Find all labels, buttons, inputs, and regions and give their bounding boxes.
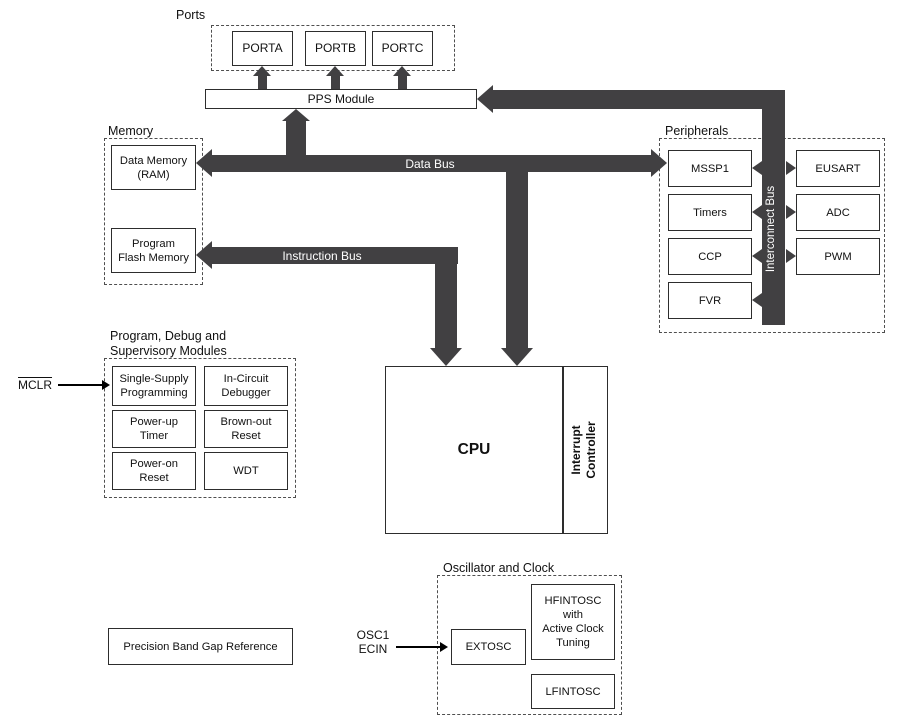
pps-module-box: PPS Module: [205, 89, 477, 109]
peripherals-section-label: Peripherals: [665, 124, 729, 138]
cpu-box: [385, 366, 608, 534]
osc1-ecin-label: OSC1 ECIN: [356, 628, 390, 656]
mclr-arrow-icon: [102, 380, 110, 390]
in-circuit-debugger-box: In-Circuit Debugger: [204, 366, 288, 406]
brown-out-reset-box: Brown-out Reset: [204, 410, 288, 448]
osc1-line: [396, 646, 440, 648]
debug-section-label: Program, Debug and Supervisory Modules: [110, 329, 227, 358]
portc-box: PORTC: [372, 31, 433, 66]
data-bus-label: Data Bus: [405, 157, 455, 171]
timers-box: Timers: [668, 194, 752, 231]
power-up-timer-box: Power-up Timer: [112, 410, 196, 448]
cpu-interrupt-divider: [562, 367, 564, 533]
lfintosc-box: LFINTOSC: [531, 674, 615, 709]
interrupt-controller-label: Interrupt Controller: [569, 421, 598, 479]
memory-group: [104, 138, 203, 285]
fvr-box: FVR: [668, 282, 752, 319]
instruction-bus-cpu-arrow-down-icon: [430, 348, 462, 366]
portb-connector: [331, 75, 340, 89]
pps-riser-arrow-up-icon: [282, 109, 310, 121]
oscillator-section-label: Oscillator and Clock: [443, 561, 555, 575]
memory-section-label: Memory: [108, 124, 154, 138]
instruction-bus: [212, 247, 458, 264]
data-bus-cpu-arrow-down-icon: [501, 348, 533, 366]
mclr-line: [58, 384, 102, 386]
data-bus-arrow-right-icon: [651, 149, 667, 177]
pwm-bus-arrow-icon: [786, 249, 796, 263]
pps-feed-bus: [493, 90, 785, 109]
instruction-bus-arrow-left-icon: [196, 241, 212, 269]
fvr-bus-arrow-icon: [752, 293, 762, 307]
bandgap-box: Precision Band Gap Reference: [108, 628, 293, 665]
mssp1-box: MSSP1: [668, 150, 752, 187]
hfintosc-box: HFINTOSC with Active Clock Tuning: [531, 584, 615, 660]
wdt-box: WDT: [204, 452, 288, 490]
mclr-label: MCLR: [18, 378, 53, 392]
portc-arrow-up-icon: [393, 66, 411, 76]
pps-feed-arrow-left-icon: [477, 85, 493, 113]
single-supply-programming-box: Single-Supply Programming: [112, 366, 196, 406]
cpu-label: CPU: [457, 441, 491, 458]
ccp-bus-arrow-icon: [752, 249, 762, 263]
eusart-box: EUSART: [796, 150, 880, 187]
portb-arrow-up-icon: [326, 66, 344, 76]
data-bus-arrow-left-icon: [196, 149, 212, 177]
instruction-bus-drop: [435, 247, 457, 348]
data-bus-cpu-drop: [506, 172, 528, 348]
interconnect-bus-label: Interconnect Bus: [765, 185, 777, 273]
program-flash-box: Program Flash Memory: [111, 228, 196, 273]
portc-connector: [398, 75, 407, 89]
porta-connector: [258, 75, 267, 89]
mssp1-bus-arrow-icon: [752, 161, 762, 175]
ccp-box: CCP: [668, 238, 752, 275]
porta-box: PORTA: [232, 31, 293, 66]
debug-group: [104, 358, 296, 498]
porta-arrow-up-icon: [253, 66, 271, 76]
data-bus: [212, 155, 651, 172]
data-memory-box: Data Memory (RAM): [111, 145, 196, 190]
pwm-box: PWM: [796, 238, 880, 275]
portb-box: PORTB: [305, 31, 366, 66]
adc-bus-arrow-icon: [786, 205, 796, 219]
pps-riser: [286, 120, 306, 156]
power-on-reset-box: Power-on Reset: [112, 452, 196, 490]
ports-section-label: Ports: [176, 8, 206, 22]
instruction-bus-label: Instruction Bus: [282, 249, 362, 263]
osc1-arrow-icon: [440, 642, 448, 652]
timers-bus-arrow-icon: [752, 205, 762, 219]
eusart-bus-arrow-icon: [786, 161, 796, 175]
adc-box: ADC: [796, 194, 880, 231]
extosc-box: EXTOSC: [451, 629, 526, 665]
interconnect-bus: [762, 90, 785, 325]
oscillator-group: [437, 575, 622, 715]
